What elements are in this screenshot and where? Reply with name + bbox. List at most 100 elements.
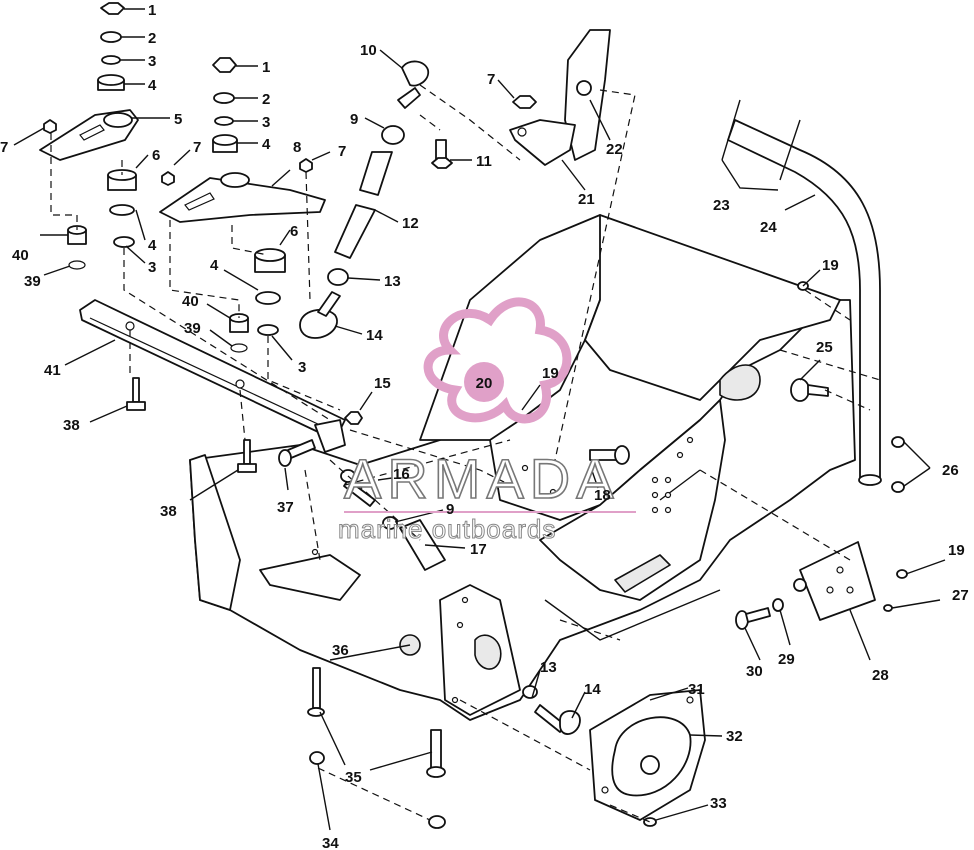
oring-39a (68, 260, 86, 270)
nut-26a (891, 436, 905, 448)
callout-9b: 9 (446, 501, 454, 518)
washer-2a (100, 31, 122, 43)
callout-17: 17 (470, 541, 487, 558)
upper-bracket (509, 29, 611, 166)
assembly-lines (50, 84, 881, 823)
callout-14a: 14 (366, 327, 383, 344)
callout-19a: 19 (822, 257, 839, 274)
main-frame (189, 214, 856, 721)
callout-7d: 7 (487, 71, 495, 88)
callout-40b: 40 (182, 293, 199, 310)
callout-24: 24 (760, 219, 777, 236)
nut-9b (382, 516, 398, 530)
tube-12a (359, 151, 393, 196)
bolt-38b (237, 439, 257, 473)
nut-13a (327, 268, 349, 286)
bolt-35a (307, 667, 325, 717)
rod-end-14a (299, 308, 338, 339)
callout-39a: 39 (24, 273, 41, 290)
washer-3c (214, 116, 234, 126)
leader-lines (13, 8, 946, 831)
nut-1b (212, 57, 237, 73)
bolt-11 (435, 139, 447, 161)
callout-32: 32 (726, 728, 743, 745)
bracket-21 (509, 119, 576, 166)
tube-12b (334, 204, 376, 259)
callout-2a: 2 (148, 30, 156, 47)
callout-12: 12 (402, 215, 419, 232)
nut-7d (512, 95, 537, 109)
logo-number: 20 (476, 375, 493, 392)
bolt-35b (426, 729, 446, 778)
callout-35: 35 (345, 769, 362, 786)
rod-assembly (299, 60, 453, 339)
brand-tagline: marine outboards (338, 514, 556, 544)
callout-26: 26 (942, 462, 959, 479)
callout-7a: 7 (0, 139, 8, 156)
callout-30: 30 (746, 663, 763, 680)
bolt-22 (576, 80, 592, 96)
callout-39b: 39 (184, 320, 201, 337)
nut-7a (43, 119, 57, 134)
handle-24 (721, 99, 882, 486)
callout-3c: 3 (262, 114, 270, 131)
nut-7c (299, 158, 313, 173)
callout-13b: 13 (540, 659, 557, 676)
left-linkage-stack (39, 2, 139, 270)
callout-3a: 3 (148, 53, 156, 70)
callout-25: 25 (816, 339, 833, 356)
callout-31: 31 (688, 681, 705, 698)
bracket-28 (793, 541, 876, 621)
rod-end-10 (401, 60, 430, 87)
nut-34b (428, 815, 446, 829)
nut-34a (309, 751, 325, 765)
pin-19c (896, 569, 908, 579)
bolt-38a (126, 377, 146, 411)
callout-4a: 4 (148, 77, 157, 94)
callout-14b: 14 (584, 681, 601, 698)
logo-center-dot (464, 362, 504, 402)
callout-6b: 6 (290, 223, 298, 240)
nut-7b (161, 171, 175, 186)
callout-41: 41 (44, 362, 61, 379)
callout-36: 36 (332, 642, 349, 659)
callout-19b: 19 (542, 365, 559, 382)
callout-23: 23 (713, 197, 730, 214)
callout-3d: 3 (298, 359, 306, 376)
callout-38a: 38 (63, 417, 80, 434)
callout-1a: 1 (148, 2, 156, 19)
callout-7c: 7 (338, 143, 346, 160)
callout-37: 37 (277, 499, 294, 516)
callout-7b: 7 (193, 139, 201, 156)
callout-19c: 19 (948, 542, 965, 559)
callout-11: 11 (476, 153, 492, 170)
washer-29 (772, 598, 784, 612)
washer-3b (113, 236, 135, 248)
callout-3b: 3 (148, 259, 156, 276)
propeller-logo-icon (423, 297, 572, 424)
bushing-4b (109, 204, 135, 216)
pin-27 (883, 604, 893, 612)
callout-10: 10 (360, 42, 377, 59)
callout-4d: 4 (210, 257, 219, 274)
nut-9a (381, 125, 405, 145)
callout-4c: 4 (262, 136, 271, 153)
callout-16: 16 (393, 466, 410, 483)
callout-22: 22 (606, 141, 623, 158)
nut-15 (344, 411, 363, 425)
bushing-4d (255, 291, 281, 305)
callout-21: 21 (578, 191, 595, 208)
nut-26b (891, 481, 905, 493)
brand-watermark: 20 ARMADA marine outboards (338, 297, 636, 545)
bolt-18 (589, 445, 630, 465)
washer-3d (257, 324, 279, 336)
pin-33 (643, 817, 657, 827)
washer-3a (101, 55, 121, 65)
callout-5: 5 (174, 111, 182, 128)
mount-plate-31 (589, 689, 706, 821)
link-bar-41 (79, 299, 346, 453)
callout-38b: 38 (160, 503, 177, 520)
nut-1a (100, 2, 125, 15)
